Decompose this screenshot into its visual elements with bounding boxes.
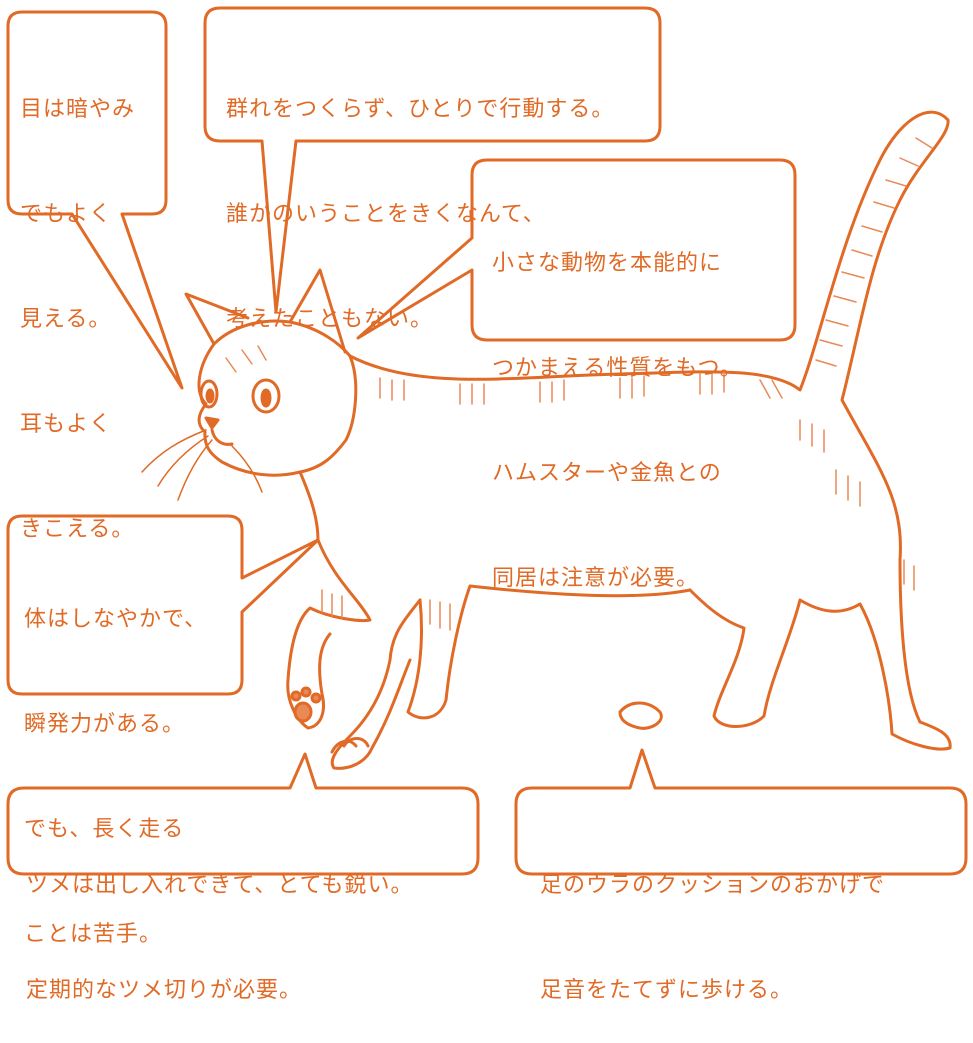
callout-bubble-instinct xyxy=(356,158,797,342)
callout-line: 足のウラのクッションのおかげで xyxy=(540,873,886,898)
cat-left-ear xyxy=(184,292,250,346)
callout-line: 瞬発力がある。 xyxy=(24,712,186,737)
callout-line: ツメは出し入れできて、とても鋭い。 xyxy=(26,873,414,898)
callout-line: 定期的なツメ切りが必要。 xyxy=(26,978,303,1003)
callout-line: 目は暗やみ xyxy=(20,97,136,122)
cat-whiskers xyxy=(141,429,263,501)
callout-eyes-ears: 目は暗やみ でもよく 見える。 耳もよく きこえる。 xyxy=(20,22,135,582)
callout-line: 見える。 xyxy=(20,307,112,332)
callout-paws: 足のウラのクッションのおかげで 足音をたてずに歩ける。 xyxy=(540,798,885,1043)
callout-line: 考えたこともない。 xyxy=(226,307,434,332)
callout-line: 小さな動物を本能的に xyxy=(492,251,723,276)
callout-bubble-paws xyxy=(514,748,968,876)
callout-line: ハムスターや金魚との xyxy=(492,461,722,486)
callout-line: 同居は注意が必要。 xyxy=(492,566,700,591)
callout-line: 耳もよく xyxy=(20,412,113,437)
callout-line: 誰かのいうことをきくなんて、 xyxy=(226,202,546,227)
cat-right-pupil xyxy=(260,388,272,408)
cat-toe-pad xyxy=(300,686,312,698)
cat-mouth xyxy=(210,428,234,446)
cat-fur-stripes xyxy=(225,137,933,631)
cat-torso xyxy=(348,110,950,724)
cat-nose xyxy=(204,416,220,430)
cat-back-leg xyxy=(688,588,952,751)
callout-bubble-claws xyxy=(6,752,480,876)
cat-diagram xyxy=(6,6,968,876)
callout-bubble-behavior xyxy=(203,6,662,314)
cat-paw-pad xyxy=(293,701,313,723)
cat-front-leg xyxy=(330,598,422,770)
cat-right-eye xyxy=(251,378,281,414)
callout-bubble-eyes-ears xyxy=(6,10,184,390)
cat-illustration xyxy=(184,110,952,770)
callout-line: 群れをつくらず、ひとりで行動する。 xyxy=(226,97,615,122)
cat-left-pupil xyxy=(205,388,215,404)
callout-line: つかまえる性質をもつ。 xyxy=(492,356,743,381)
cat-toe-pad xyxy=(290,690,302,702)
callout-instinct: 小さな動物を本能的に つかまえる性質をもつ。 ハムスターや金魚との 同居は注意が… xyxy=(492,176,743,631)
cat-belly xyxy=(406,584,692,720)
cat-back-paw xyxy=(618,701,663,730)
cat-raised-leg xyxy=(286,538,372,730)
callout-line: 体はしなやかで、 xyxy=(24,607,208,632)
cat-toe-pad xyxy=(310,692,322,704)
callout-line: でもよく xyxy=(20,202,113,227)
cat-right-ear xyxy=(288,268,347,354)
cat-left-eye xyxy=(199,379,219,409)
callout-behavior: 群れをつくらず、ひとりで行動する。 誰かのいうことをきくなんて、 考えたこともな… xyxy=(226,22,614,372)
callout-line: 足音をたてずに歩ける。 xyxy=(540,978,794,1003)
callout-bubble-body xyxy=(6,514,320,696)
callout-claws: ツメは出し入れできて、とても鋭い。 定期的なツメ切りが必要。 xyxy=(26,798,413,1043)
cat-chest xyxy=(298,470,320,542)
cat-front-paw xyxy=(330,737,370,754)
callout-line: きこえる。 xyxy=(20,517,135,542)
callout-line: でも、長く走る xyxy=(24,817,185,842)
